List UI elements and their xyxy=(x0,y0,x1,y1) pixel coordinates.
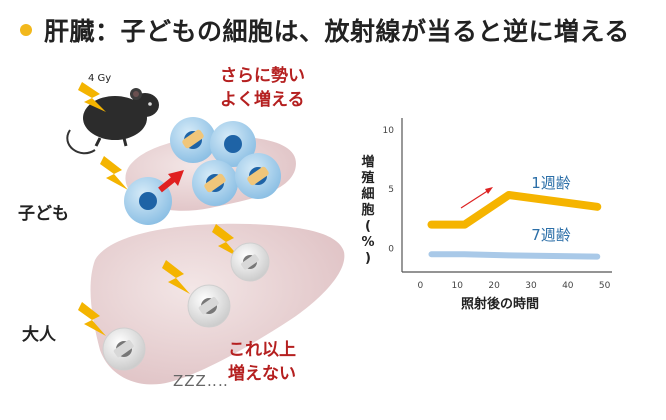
x-tick-label: 40 xyxy=(562,281,574,291)
trend-arrow-head-icon xyxy=(485,187,493,194)
sleep-text: ZZZ‥‥ xyxy=(173,372,229,390)
dose-label: 4 Gy xyxy=(88,73,112,84)
series-label-0: 1週齢 xyxy=(531,174,571,192)
lightning-icon xyxy=(100,156,128,190)
series-line-0 xyxy=(427,191,602,229)
adult-annotation: これ以上 増えない xyxy=(228,338,296,386)
lightning-icon xyxy=(78,82,106,112)
series-line-1 xyxy=(428,251,601,260)
x-tick-label: 20 xyxy=(488,281,500,291)
y-axis-label: 増殖細胞(%) xyxy=(360,154,374,266)
x-tick-label: 50 xyxy=(599,281,611,291)
child-cell-dividing xyxy=(170,117,281,206)
lightning-icon xyxy=(212,224,240,258)
adult-cell xyxy=(187,284,231,328)
proliferation-chart: 増殖細胞(%) 0 5 10 0 10 20 30 40 50 1週齢 7週齢 照射後の時間 xyxy=(360,118,612,312)
title-bullet-icon xyxy=(20,24,32,36)
adult-cell xyxy=(230,242,270,282)
x-tick-label: 0 xyxy=(418,281,424,291)
y-tick-label: 5 xyxy=(388,185,394,195)
series-label-1: 7週齢 xyxy=(531,226,571,244)
child-annotation-line2: よく増える xyxy=(220,90,305,110)
red-arrow-icon xyxy=(158,170,184,193)
trend-arrow-icon xyxy=(460,189,490,209)
lightning-icon xyxy=(162,260,190,294)
y-tick-label: 0 xyxy=(388,244,394,254)
adult-label: 大人 xyxy=(22,325,56,345)
lightning-icon xyxy=(78,302,106,336)
child-label: 子ども xyxy=(18,204,69,224)
illustration xyxy=(66,82,345,385)
x-tick-label: 10 xyxy=(452,281,464,291)
x-axis-label: 照射後の時間 xyxy=(461,296,539,312)
adult-annotation-line1: これ以上 xyxy=(228,340,296,360)
adult-annotation-line2: 増えない xyxy=(228,364,296,384)
y-tick-label: 10 xyxy=(383,126,395,136)
mouse-icon xyxy=(66,88,159,155)
adult-cell xyxy=(102,327,146,371)
child-annotation: さらに勢い よく増える xyxy=(220,64,305,112)
x-tick-label: 30 xyxy=(525,281,537,291)
page-title: 肝臓：子どもの細胞は、放射線が当ると逆に増える xyxy=(44,17,630,46)
child-annotation-line1: さらに勢い xyxy=(220,66,305,86)
